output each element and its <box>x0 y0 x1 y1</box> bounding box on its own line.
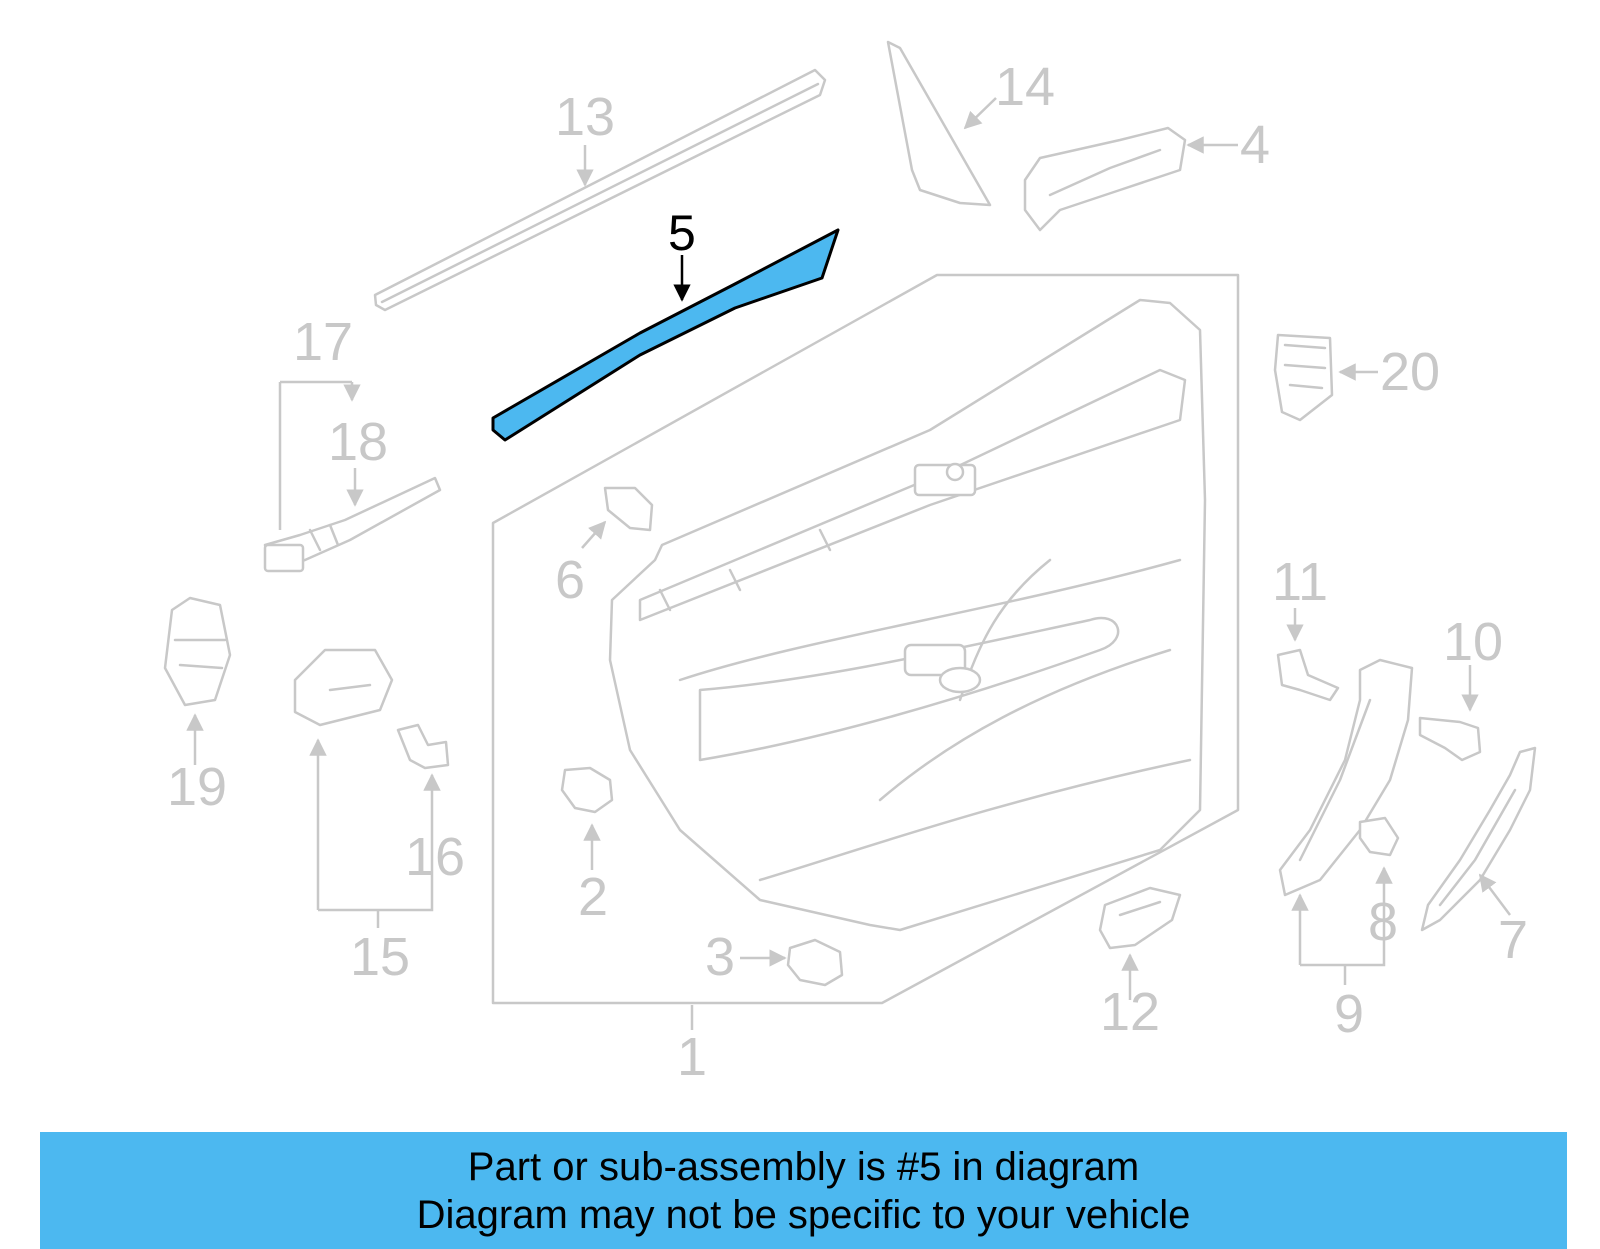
clip-3[interactable]: 3 <box>705 927 844 987</box>
callout-18: 18 <box>328 412 388 472</box>
clip-6[interactable]: 6 <box>555 486 654 610</box>
outer-weatherstrip[interactable]: 13 <box>373 68 827 312</box>
info-banner: Part or sub-assembly is #5 in diagram Di… <box>40 1132 1567 1249</box>
callout-16: 16 <box>405 827 465 887</box>
corner-trim[interactable]: 14 <box>886 40 1055 207</box>
inside-handle[interactable]: 4 <box>1023 115 1270 232</box>
banner-line-1: Part or sub-assembly is #5 in diagram <box>467 1144 1140 1189</box>
callout-14: 14 <box>995 57 1055 117</box>
bezel-12[interactable]: 12 <box>1098 886 1182 1042</box>
beltline-molding-highlighted[interactable]: 5 <box>491 205 840 442</box>
callout-6: 6 <box>555 550 585 610</box>
bolt-10[interactable]: 10 <box>1418 612 1503 762</box>
callout-5: 5 <box>668 205 696 261</box>
callout-10: 10 <box>1443 612 1503 672</box>
clip-8[interactable]: 8 <box>1358 816 1400 952</box>
callout-12: 12 <box>1100 982 1160 1042</box>
switch-assembly[interactable]: 17 18 <box>263 312 442 573</box>
callout-11: 11 <box>1272 552 1328 612</box>
callout-19: 19 <box>167 757 227 817</box>
push-clip[interactable]: 2 <box>560 766 614 927</box>
callout-4: 4 <box>1240 115 1270 175</box>
callout-3: 3 <box>705 927 735 987</box>
callout-7: 7 <box>1498 910 1528 970</box>
armrest-bracket[interactable]: 9 <box>1278 658 1414 1044</box>
switch-19[interactable]: 19 <box>163 596 232 817</box>
callout-2: 2 <box>578 867 608 927</box>
screw-11[interactable]: 11 <box>1272 552 1340 702</box>
callout-17: 17 <box>293 312 353 372</box>
banner-line-2: Diagram may not be specific to your vehi… <box>416 1192 1191 1237</box>
callout-13: 13 <box>555 87 615 147</box>
pull-handle-trim[interactable]: 7 <box>1420 746 1537 970</box>
parts-diagram: 5 13 14 4 20 17 18 6 <box>163 40 1537 1087</box>
door-trim-panel[interactable] <box>491 273 1240 1005</box>
window-switch[interactable]: 20 <box>1273 333 1440 422</box>
callout-1: 1 <box>677 1027 707 1087</box>
callout-20: 20 <box>1380 342 1440 402</box>
callout-9: 9 <box>1334 984 1364 1044</box>
callout-15: 15 <box>350 927 410 987</box>
callout-8: 8 <box>1368 892 1398 952</box>
courtesy-lamp[interactable]: 16 15 <box>293 648 465 987</box>
